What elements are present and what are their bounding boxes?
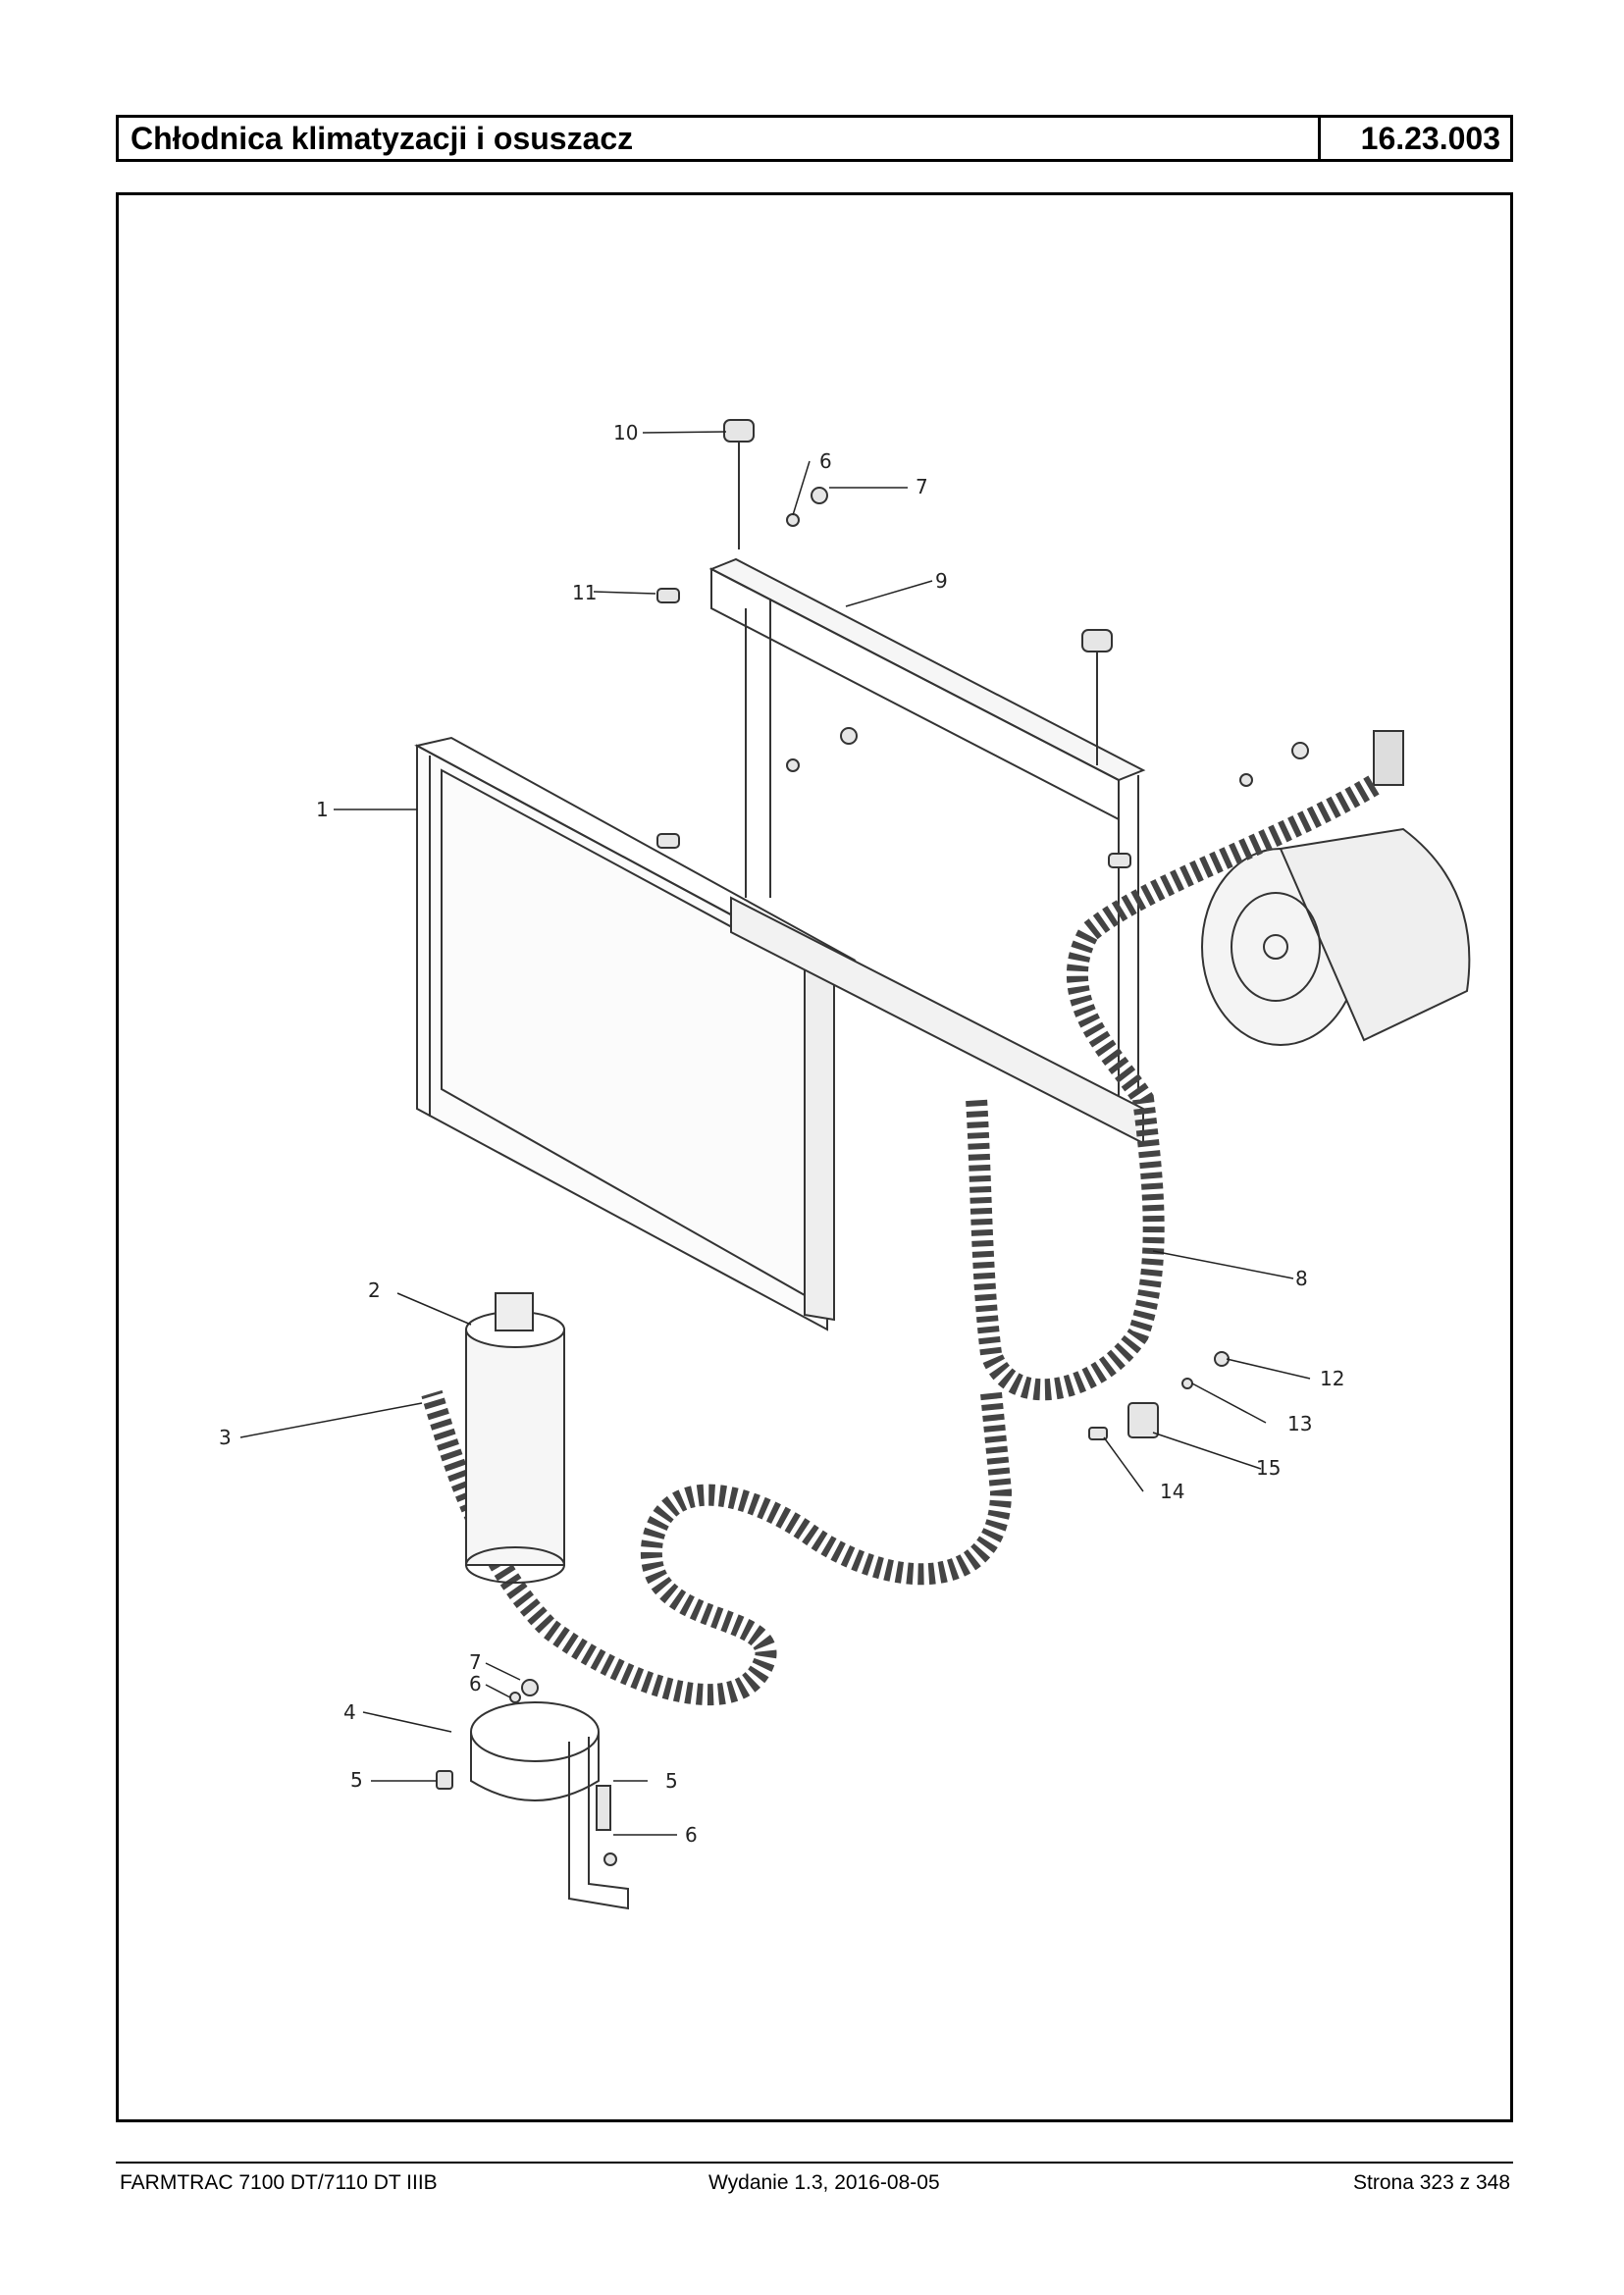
callout-5-right: 5	[665, 1769, 678, 1793]
hose-8-part	[966, 775, 1380, 1401]
callout-15: 15	[1256, 1456, 1281, 1480]
bracket-part	[470, 1701, 629, 1910]
footer-model: FARMTRAC 7100 DT/7110 DT IIIB	[120, 2171, 438, 2194]
callout-9: 9	[935, 569, 948, 593]
callout-10: 10	[613, 421, 638, 444]
callout-5-left: 5	[350, 1768, 363, 1792]
receiver-dryer-part	[465, 1292, 565, 1584]
callout-4: 4	[343, 1700, 356, 1724]
section-code: 16.23.003	[1360, 121, 1500, 156]
callout-6-bracket: 6	[469, 1672, 482, 1695]
callout-13: 13	[1287, 1412, 1312, 1435]
callout-6-bottom: 6	[685, 1823, 698, 1847]
footer-divider	[116, 2162, 1513, 2164]
footer-page-number: Strona 323 z 348	[1353, 2171, 1510, 2194]
page-title: Chłodnica klimatyzacji i osuszacz	[119, 118, 1321, 159]
callout-8: 8	[1295, 1267, 1308, 1290]
hose-3-part	[421, 1389, 1013, 1706]
callout-7-bracket: 7	[469, 1650, 482, 1674]
diagram-frame	[116, 192, 1513, 2122]
callout-3: 3	[219, 1426, 232, 1449]
compressor-part	[1201, 730, 1471, 1046]
page-header: Chłodnica klimatyzacji i osuszacz 16.23.…	[116, 115, 1513, 162]
footer-edition: Wydanie 1.3, 2016-08-05	[708, 2171, 940, 2194]
callout-6-top: 6	[819, 449, 832, 473]
fasteners-part	[436, 419, 1309, 1866]
callout-11: 11	[572, 581, 597, 604]
callout-12: 12	[1320, 1367, 1344, 1390]
callout-labels: 1 2 3 4 5 5 6 6 6 7 7 8 9 10 11 12 13 14…	[219, 421, 1344, 1847]
callout-1: 1	[316, 798, 329, 821]
callout-2: 2	[368, 1278, 381, 1302]
callout-7-top: 7	[916, 475, 928, 498]
condenser-part	[414, 736, 857, 1331]
callout-14: 14	[1160, 1480, 1184, 1503]
leader-lines	[239, 431, 1311, 1836]
